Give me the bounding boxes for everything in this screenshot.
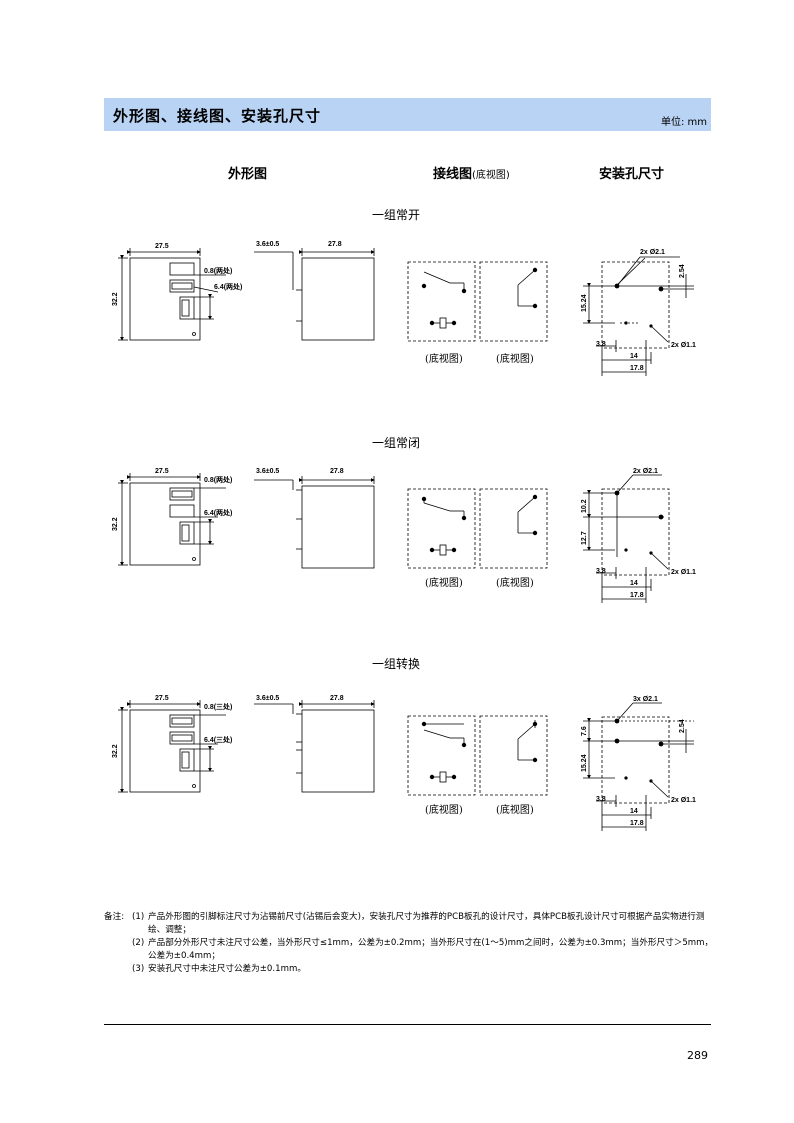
column-outline: 外形图 xyxy=(228,167,268,182)
dim-pinlen-co: 3.6±0.5 xyxy=(256,695,279,702)
column-wiring-label: 接线图 xyxy=(433,167,473,182)
bottom-view-label-co-2: (底视图) xyxy=(496,803,534,816)
hole-v2-co: 7.6 xyxy=(581,726,588,736)
outline-side-nc xyxy=(254,476,375,569)
note-num-3: (3) xyxy=(132,964,145,974)
bottom-view-label-no-1: (底视图) xyxy=(425,352,463,365)
bottom-view-label-no-2: (底视图) xyxy=(496,352,534,365)
note-row-3: (3) 安装孔尺寸中未注尺寸公差为±0.1mm。 xyxy=(104,963,714,976)
hole-small-no: 2x Ø1.1 xyxy=(671,342,696,349)
wiring-nc-lines xyxy=(423,496,536,556)
page-number: 289 xyxy=(687,1049,708,1062)
note-row-1: 备注: (1) 产品外形图的引脚标注尺寸为沾锡前尺寸(沾锡后会变大)，安装孔尺寸… xyxy=(104,911,714,937)
mount-nc xyxy=(583,474,670,603)
dim-depth-no: 27.8 xyxy=(328,241,342,248)
dim-pinl-co: 6.4(三处) xyxy=(204,735,232,744)
column-mounting: 安装孔尺寸 xyxy=(599,167,665,182)
mount-no xyxy=(583,256,694,376)
hole-h3-no: 17.8 xyxy=(630,365,644,372)
wiring-co-lines xyxy=(423,720,536,783)
hole-small-nc: 2x Ø1.1 xyxy=(671,569,696,576)
hole-h1-no: 3.8 xyxy=(596,341,606,348)
unit-label: 单位: mm xyxy=(660,117,707,128)
hole-v1-no: 15.24 xyxy=(581,294,588,312)
dim-pinlen-nc: 3.6±0.5 xyxy=(256,468,279,475)
note-row-2: (2) 产品部分外形尺寸未注尺寸公差，当外形尺寸≤1mm，公差为±0.2mm；当… xyxy=(104,937,714,963)
bottom-view-label-co-1: (底视图) xyxy=(425,803,463,816)
note-text-2: 产品部分外形尺寸未注尺寸公差，当外形尺寸≤1mm，公差为±0.2mm；当外形尺寸… xyxy=(148,938,714,961)
section-title-nc: 一组常闭 xyxy=(372,436,421,450)
section-title-co: 一组转换 xyxy=(372,657,421,671)
note-text-3: 安装孔尺寸中未注尺寸公差为±0.1mm。 xyxy=(148,964,306,974)
hole-v1-co: 15.24 xyxy=(581,754,588,772)
outline-front-co xyxy=(118,700,226,793)
footer-rule xyxy=(104,1024,711,1025)
column-wiring: 接线图(底视图) xyxy=(433,163,510,182)
outline-front-no xyxy=(118,248,226,341)
hole-big-co: 3x Ø2.1 xyxy=(633,696,658,703)
note-num-1: (1) xyxy=(132,912,145,922)
wiring-no xyxy=(407,261,548,342)
dim-width-nc: 27.5 xyxy=(155,468,169,475)
hole-h2-no: 14 xyxy=(630,353,638,360)
notes-label: 备注: xyxy=(104,912,125,922)
hole-h1-nc: 3.8 xyxy=(596,568,606,575)
wiring-no-lines xyxy=(423,269,536,329)
header-bar: 外形图、接线图、安装孔尺寸 单位: mm xyxy=(104,98,711,131)
hole-big-no: 2x Ø2.1 xyxy=(640,249,665,256)
hole-h3-co: 17.8 xyxy=(630,820,644,827)
hole-h2-nc: 14 xyxy=(630,580,638,587)
dim-pinlen-no: 3.6±0.5 xyxy=(256,241,279,248)
dim-pinw-nc: 0.8(两处) xyxy=(204,475,232,484)
hole-h1-co: 3.8 xyxy=(596,796,606,803)
dim-depth-co: 27.8 xyxy=(330,695,344,702)
mount-co xyxy=(583,702,694,831)
wiring-co xyxy=(407,715,548,796)
hole-v2-no: 2.54 xyxy=(679,264,686,278)
bottom-view-label-nc-2: (底视图) xyxy=(496,576,534,589)
dim-width-co: 27.5 xyxy=(155,695,169,702)
dim-pinw-co: 0.8(三处) xyxy=(204,702,232,711)
hole-h3-nc: 17.8 xyxy=(630,592,644,599)
dim-pinl-no: 6.4(两处) xyxy=(214,282,242,291)
wiring-nc xyxy=(407,488,548,569)
note-num-2: (2) xyxy=(132,938,145,948)
outline-side-co xyxy=(254,700,375,793)
dim-pinl-nc: 6.4(两处) xyxy=(204,508,232,517)
hole-h2-co: 14 xyxy=(630,808,638,815)
outline-side-no xyxy=(254,248,375,341)
dim-height-nc: 32.2 xyxy=(112,517,119,531)
dim-height-no: 32.2 xyxy=(112,292,119,306)
dim-depth-nc: 27.8 xyxy=(330,468,344,475)
note-text-1: 产品外形图的引脚标注尺寸为沾锡前尺寸(沾锡后会变大)，安装孔尺寸为推荐的PCB板… xyxy=(148,912,705,935)
hole-small-co: 2x Ø1.1 xyxy=(671,797,696,804)
hole-v3-co: 2.54 xyxy=(679,719,686,733)
bottom-view-label-nc-1: (底视图) xyxy=(425,576,463,589)
hole-big-nc: 2x Ø2.1 xyxy=(633,468,658,475)
section-title-no: 一组常开 xyxy=(372,208,421,222)
hole-v2-nc: 10.2 xyxy=(581,499,588,513)
dim-height-co: 32.2 xyxy=(112,744,119,758)
column-wiring-note: (底视图) xyxy=(472,170,510,181)
dim-width-no: 27.5 xyxy=(155,243,169,250)
notes-block: 备注: (1) 产品外形图的引脚标注尺寸为沾锡前尺寸(沾锡后会变大)，安装孔尺寸… xyxy=(104,911,714,976)
outline-front-nc xyxy=(118,473,226,566)
page-title: 外形图、接线图、安装孔尺寸 xyxy=(113,107,322,125)
dim-pinw-no: 0.8(两处) xyxy=(204,266,232,275)
hole-v1-nc: 12.7 xyxy=(581,531,588,545)
